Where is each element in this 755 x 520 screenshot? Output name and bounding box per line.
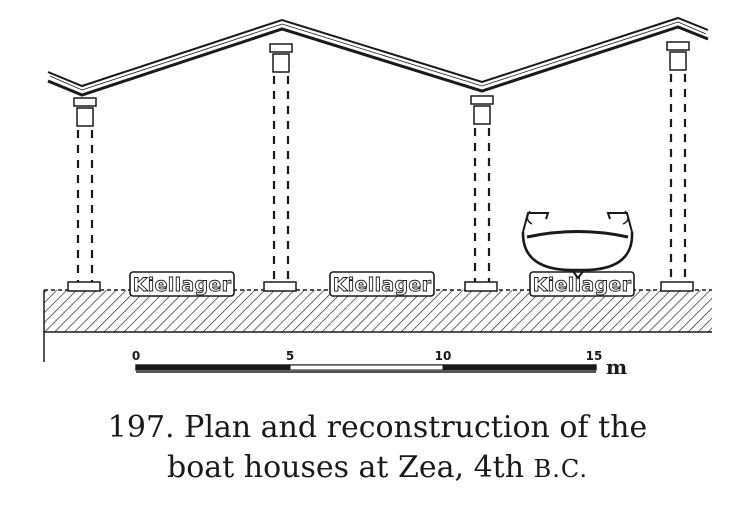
- caption-line-2-main: boat houses at Zea, 4th: [167, 450, 534, 485]
- ground-foundation: [43, 289, 712, 362]
- column-3: [464, 95, 498, 292]
- scale-unit: m: [606, 355, 627, 379]
- caption-line-1: 197. Plan and reconstruction of the: [107, 410, 648, 445]
- column-2: [263, 43, 297, 292]
- keel-label-1: Kiellager: [133, 274, 232, 296]
- scale-tick-5: 5: [286, 349, 294, 363]
- figure-caption: 197. Plan and reconstruction of the boat…: [0, 408, 755, 489]
- scale-bar: 0 5 10 15 m: [132, 349, 627, 379]
- column-1: [67, 97, 101, 292]
- keel-slipway-2: Kiellager: [329, 271, 435, 297]
- ship-hull-section: [521, 210, 634, 280]
- boathouse-figure: Kiellager Kiellager Kiellager 0 5 10 15 …: [43, 16, 712, 379]
- caption-line-2: boat houses at Zea, 4th B.C.: [0, 448, 755, 489]
- caption-era: B.C.: [533, 455, 588, 483]
- scale-tick-0: 0: [132, 349, 140, 363]
- keel-label-3: Kiellager: [533, 274, 632, 296]
- scale-tick-15: 15: [586, 349, 603, 363]
- keel-slipway-3: Kiellager: [529, 271, 635, 297]
- roof: [47, 16, 709, 97]
- scale-tick-10: 10: [435, 349, 452, 363]
- keel-label-2: Kiellager: [333, 274, 432, 296]
- keel-slipway-1: Kiellager: [129, 271, 235, 297]
- column-4: [660, 41, 694, 292]
